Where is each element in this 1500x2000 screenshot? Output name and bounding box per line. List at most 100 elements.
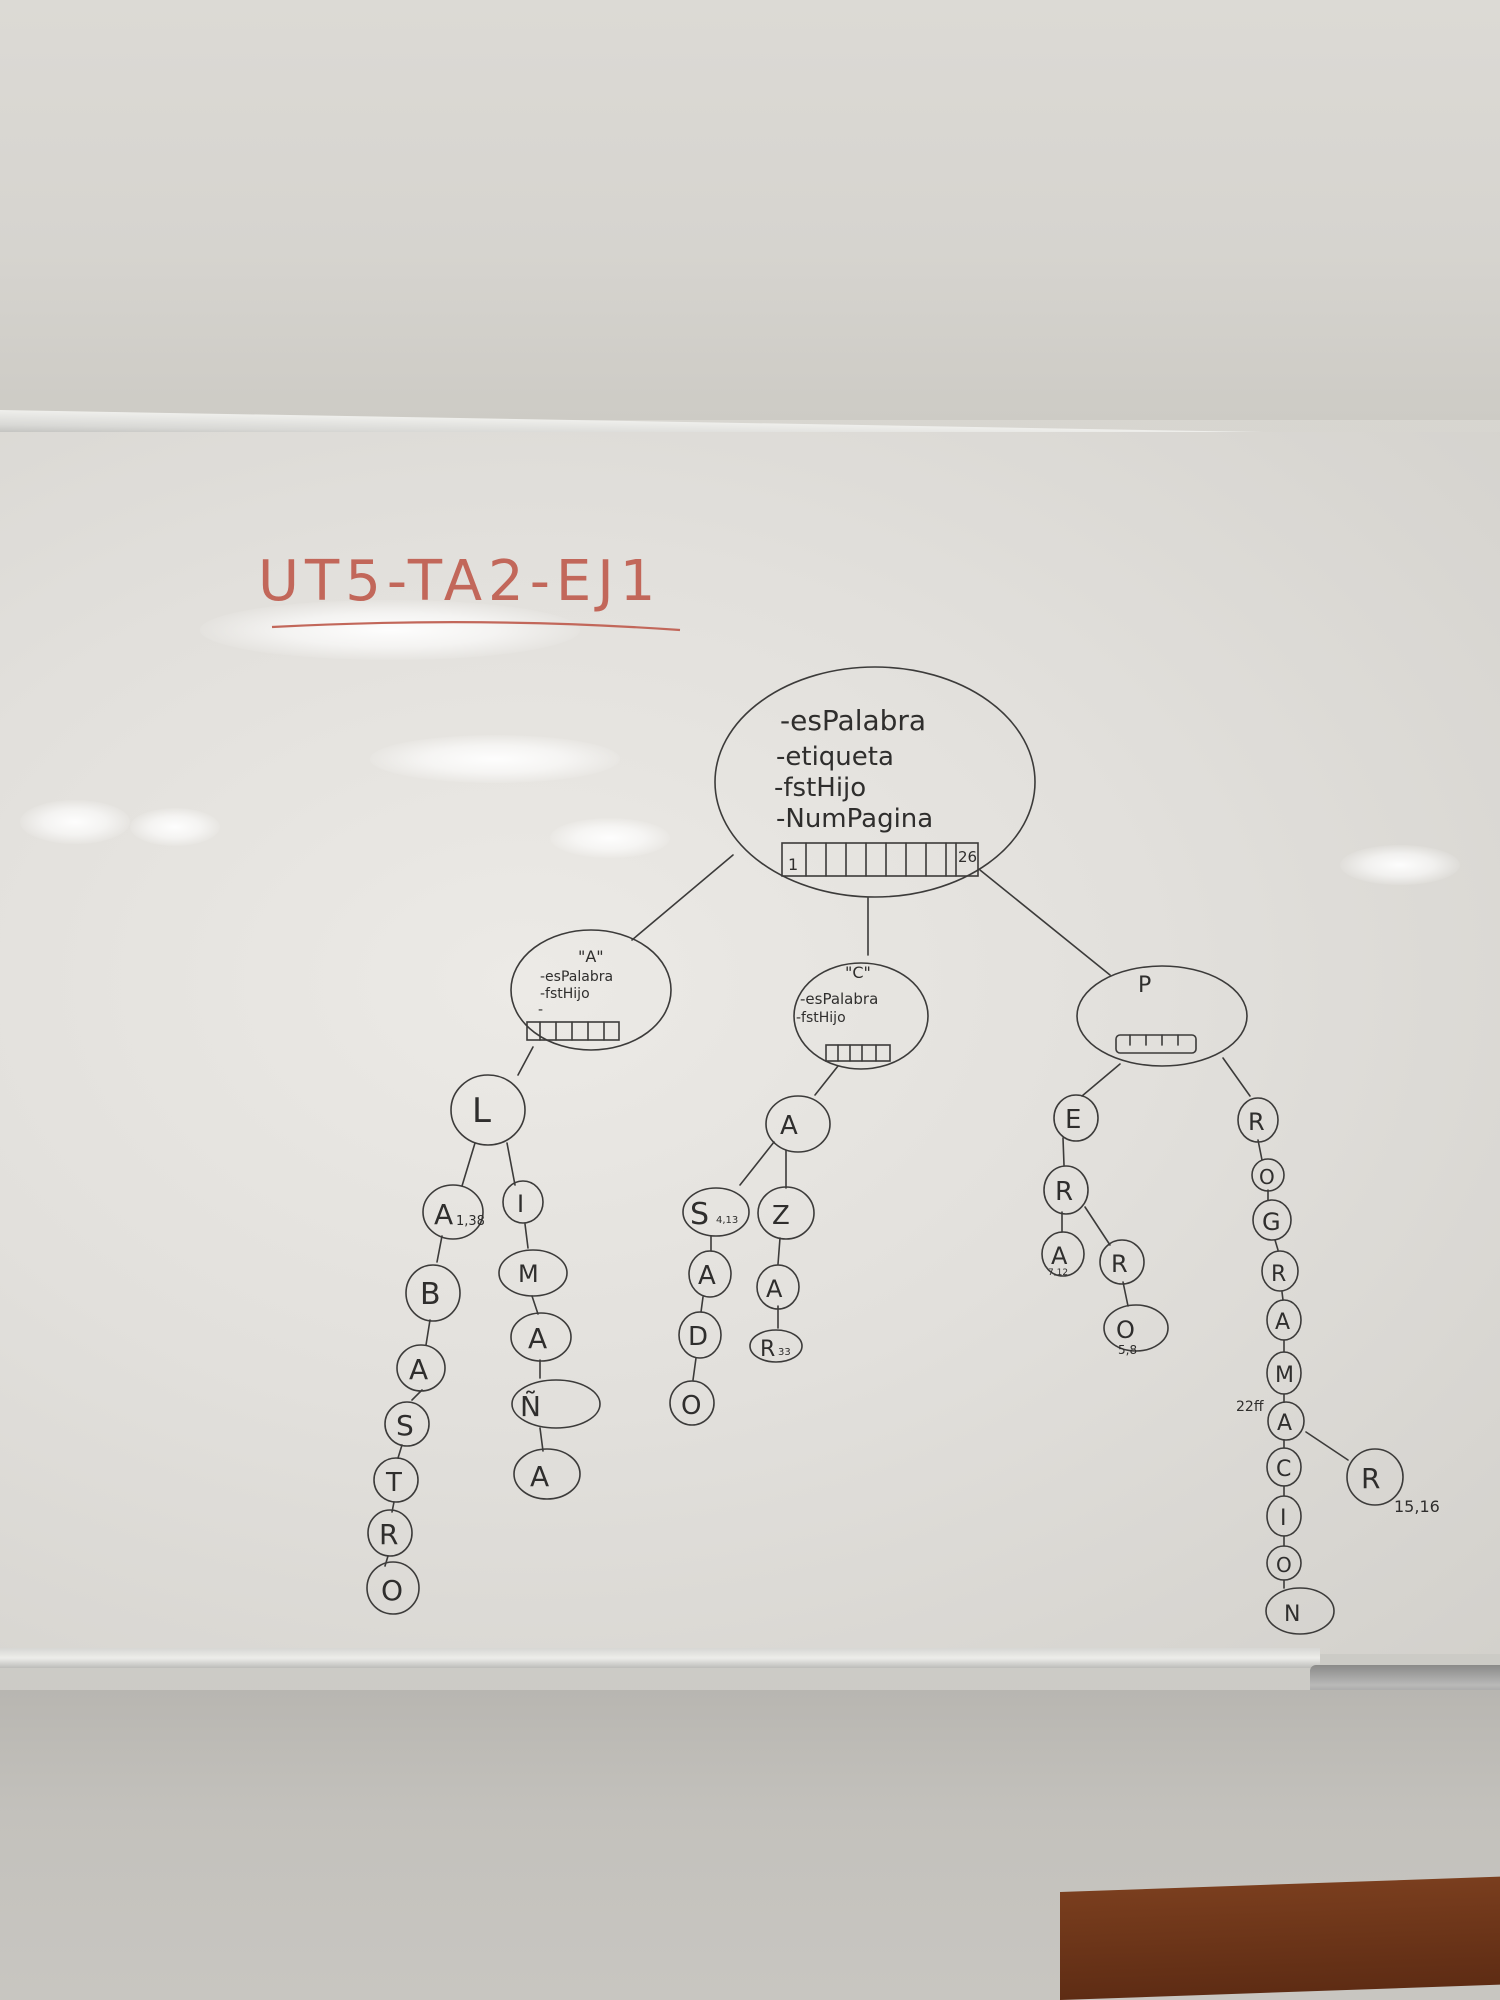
svg-text:A: A (528, 1322, 547, 1355)
child-node-p (1076, 965, 1248, 1067)
svg-text:O: O (681, 1391, 701, 1421)
edge-g1-r6 (1274, 1239, 1279, 1251)
svg-text:A: A (530, 1460, 549, 1493)
svg-text:A: A (1277, 1411, 1292, 1436)
light-glare-4 (130, 808, 220, 846)
svg-text:S: S (690, 1197, 709, 1232)
edge-l-i1 (506, 1142, 516, 1186)
node-a2: A (396, 1344, 446, 1392)
node-m2: M (1266, 1351, 1302, 1395)
node-r6: R (1261, 1250, 1299, 1292)
svg-text:R: R (379, 1518, 398, 1551)
edge-d1-o2 (692, 1357, 697, 1381)
node-a4: A (513, 1448, 581, 1500)
svg-text:4,13: 4,13 (716, 1215, 738, 1226)
svg-text:M: M (518, 1260, 539, 1288)
svg-text:L: L (472, 1091, 491, 1131)
edge-r5-o4 (1257, 1139, 1263, 1161)
node-m1: M (498, 1249, 568, 1297)
svg-text:A: A (766, 1275, 783, 1303)
node-r1: R (367, 1509, 413, 1557)
wall-upper (0, 0, 1500, 420)
node-o1: O (366, 1561, 420, 1615)
svg-text:Ñ: Ñ (520, 1390, 541, 1423)
child-node-a (510, 929, 672, 1051)
svg-text:O: O (381, 1574, 403, 1607)
edge-i1-m1 (524, 1223, 529, 1249)
node-n2: N (1265, 1587, 1335, 1635)
edge-m1-a3 (531, 1295, 539, 1315)
edge-e1-r3 (1062, 1137, 1065, 1166)
svg-text:D: D (688, 1322, 708, 1352)
edge-s1-t1 (397, 1444, 403, 1459)
child-c-attr-2: -fstHijo (796, 1010, 846, 1026)
light-glare-6 (1340, 845, 1460, 885)
node-b: B (405, 1264, 461, 1322)
node-a8: A7,12 (1041, 1231, 1085, 1278)
svg-text:A: A (434, 1198, 453, 1231)
svg-text:A: A (698, 1261, 716, 1291)
svg-text:M: M (1275, 1363, 1294, 1388)
node-i1: I (502, 1180, 544, 1224)
node-r3: R (1043, 1165, 1089, 1215)
node-c1: C (1266, 1447, 1302, 1487)
child-c-array (825, 1044, 891, 1062)
light-glare-5 (550, 818, 670, 858)
node-o5: O (1266, 1545, 1302, 1581)
node-o3: O5,8 (1103, 1304, 1169, 1357)
node-a3: A (510, 1312, 572, 1362)
child-c-label: "C" (845, 963, 871, 982)
child-a-array (526, 1021, 620, 1041)
node-t1: T (373, 1457, 419, 1503)
edge-a-l (517, 1046, 534, 1076)
svg-text:22ff: 22ff (1236, 1399, 1264, 1415)
svg-text:A: A (1275, 1310, 1290, 1335)
node-d1: D (678, 1311, 722, 1359)
svg-text:7,12: 7,12 (1048, 1268, 1068, 1278)
svg-text:S: S (396, 1409, 414, 1442)
node-a10: A 22ff (1236, 1399, 1305, 1441)
edge-p-r5 (1222, 1057, 1251, 1097)
root-attr-2: -etiqueta (776, 742, 894, 772)
title-underline (271, 621, 681, 632)
light-glare-2 (370, 735, 620, 783)
root-children-array (781, 842, 979, 877)
svg-text:R: R (1055, 1177, 1073, 1207)
node-e1: E (1053, 1094, 1099, 1142)
node-g1: G (1252, 1199, 1292, 1241)
root-attr-1: -esPalabra (780, 704, 926, 737)
light-glare-3 (20, 800, 130, 844)
node-o4: O (1251, 1158, 1285, 1192)
child-c-attr-1: -esPalabra (800, 990, 878, 1008)
edge-l-a1 (461, 1142, 476, 1187)
svg-text:I: I (517, 1190, 524, 1218)
svg-text:R: R (760, 1337, 775, 1362)
svg-text:C: C (1276, 1457, 1291, 1482)
edge-root-p (979, 869, 1111, 976)
svg-text:I: I (1280, 1506, 1287, 1531)
node-o2: O (669, 1380, 715, 1426)
child-p-label: P (1138, 973, 1151, 998)
child-a-label: "A" (578, 947, 604, 966)
node-a9: A (1266, 1299, 1302, 1341)
node-i2: I (1266, 1495, 1302, 1537)
node-l: L (450, 1074, 526, 1146)
edge-c-a5 (814, 1065, 839, 1096)
light-glare-1 (200, 600, 580, 660)
whiteboard-title: UT5-TA2-EJ1 (258, 549, 661, 614)
root-array-last: 26 (958, 848, 977, 866)
node-r4: R (1099, 1239, 1145, 1285)
svg-text:G: G (1262, 1208, 1281, 1236)
svg-text:O: O (1276, 1553, 1292, 1577)
node-n1: Ñ (511, 1379, 601, 1429)
svg-text:Z: Z (772, 1201, 790, 1231)
node-s1: S (384, 1401, 430, 1447)
edge-a5-s2 (739, 1141, 775, 1186)
whiteboard-frame-bottom (0, 1648, 1320, 1668)
svg-text:1,38: 1,38 (456, 1214, 485, 1229)
edge-r4-o3 (1122, 1281, 1129, 1307)
node-s2: S 4,13 (682, 1187, 750, 1237)
edge-a10-r7 (1305, 1431, 1349, 1461)
